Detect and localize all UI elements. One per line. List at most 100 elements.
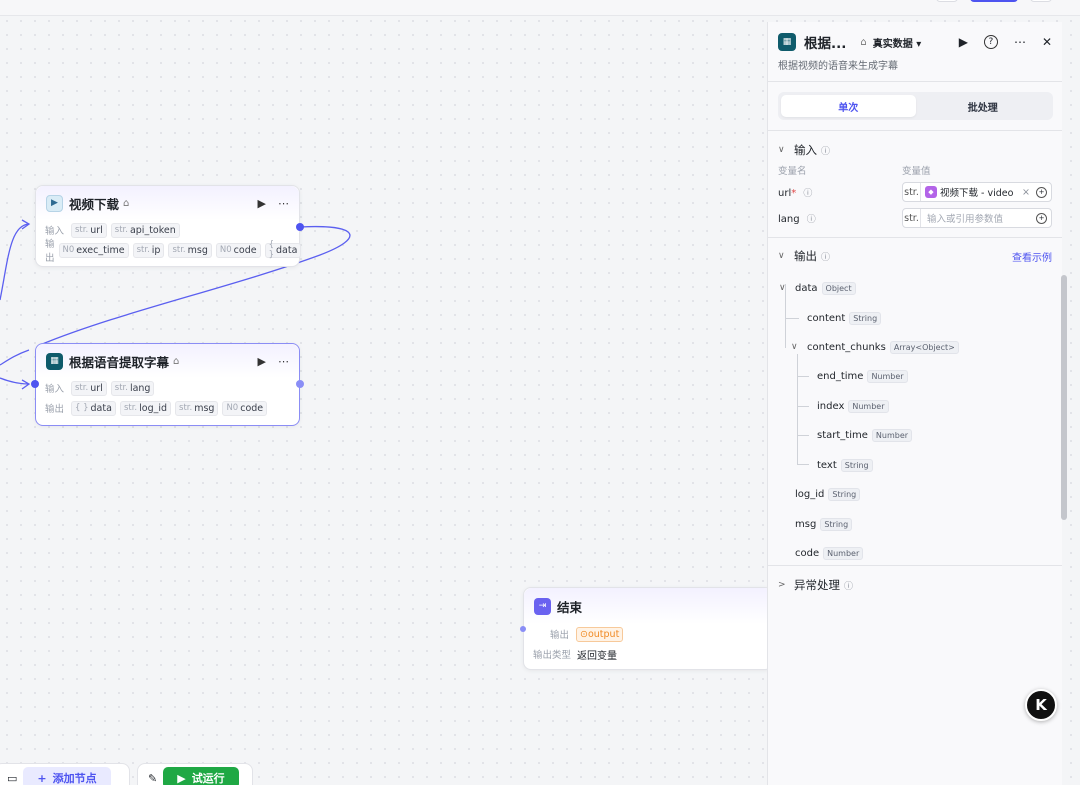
url-value-field[interactable]: str. ◆视频下载 - video × + — [902, 182, 1052, 202]
wrench-icon[interactable]: ✎ — [148, 771, 158, 785]
edge-arrowhead-subtitle — [21, 379, 31, 390]
input-port[interactable] — [31, 380, 39, 388]
output-section-header[interactable]: ∨ 输出 ⓘ 查看示例 — [778, 249, 1052, 264]
output-type-label: 输出类型 — [533, 650, 572, 661]
node-input-row: 输入 str.url str.api_token — [36, 220, 299, 240]
node-end[interactable]: ⇥ 结束 输出 ⊙ output 输出类型 返回变量 — [523, 587, 773, 670]
lang-value-field[interactable]: str. 输入或引用参数值 + — [902, 208, 1052, 228]
node-output-row: 输出 ⊙ output — [524, 624, 772, 644]
publish-button[interactable] — [970, 0, 1018, 2]
node-header: ▦ 根据语音提取字幕 ⌂ ▶ ⋯ — [36, 344, 299, 378]
chevron-down-icon: ∨ — [778, 145, 785, 155]
output-var-chip: ⊙ output — [576, 626, 624, 642]
param-chip: str.lang — [110, 380, 155, 396]
info-icon: ⓘ — [806, 214, 816, 225]
lang-placeholder: 输入或引用参数值 — [927, 214, 1004, 225]
more-icon[interactable]: ⋯ — [1013, 35, 1026, 49]
edge-left-to-download — [0, 223, 30, 301]
top-icon-button[interactable] — [936, 0, 958, 2]
end-icon: ⇥ — [534, 597, 551, 615]
edge-left-to-subtitle — [0, 377, 30, 385]
add-node-button[interactable]: + 添加节点 — [23, 767, 111, 785]
var-name: url* ⓘ — [778, 187, 813, 199]
node-title: 视频下载 — [69, 196, 120, 212]
input-var-url: url* ⓘ str. ◆视频下载 - video × + — [768, 180, 1062, 204]
output-label: 输出 — [45, 239, 55, 264]
play-icon[interactable]: ▶ — [257, 354, 266, 368]
more-icon[interactable]: ⋯ — [278, 196, 289, 210]
chevron-right-icon: > — [778, 580, 786, 590]
top-menu-button[interactable] — [1030, 0, 1052, 2]
bot-icon: ⌂ — [123, 197, 130, 209]
help-icon[interactable]: ? — [983, 35, 998, 49]
data-mode-dropdown[interactable]: 真实数据 ▾ — [872, 38, 922, 50]
divider — [768, 130, 1062, 131]
play-icon[interactable]: ▶ — [958, 35, 968, 49]
param-chip: { }data — [71, 400, 116, 416]
close-icon[interactable]: ✕ — [1041, 35, 1052, 49]
video-download-icon: ▶ — [46, 194, 63, 212]
reference-picker-icon[interactable]: + — [1036, 212, 1047, 224]
subtitle-plugin-icon: ▦ — [778, 33, 796, 51]
divider — [768, 237, 1062, 238]
reference-picker-icon[interactable]: + — [1036, 186, 1047, 198]
chevron-down-icon: ∨ — [778, 251, 785, 261]
param-chip: { }data — [264, 240, 302, 260]
node-video-download[interactable]: ▶ 视频下载 ⌂ ▶ ⋯ 输入 str.url str.api_token 输出… — [35, 185, 302, 267]
clear-icon[interactable]: × — [1022, 186, 1030, 198]
output-port[interactable] — [296, 380, 304, 388]
param-chip: str.url — [71, 222, 107, 238]
input-column-headers: 变量名 变量值 — [778, 166, 931, 177]
output-port[interactable] — [296, 223, 304, 231]
panel-description: 根据视频的语音来生成字幕 — [778, 61, 898, 72]
panel-title: 根据... — [804, 36, 847, 52]
node-subtitle-extract[interactable]: ▦ 根据语音提取字幕 ⌂ ▶ ⋯ 输入 str.url str.lang 输出 … — [35, 343, 300, 426]
node-ref-icon: ◆ — [925, 186, 937, 198]
run-mode-tabs: 单次 批处理 — [778, 92, 1053, 120]
tab-single[interactable]: 单次 — [781, 95, 916, 117]
top-bar — [0, 0, 1080, 16]
test-run-button[interactable]: ▶ 试运行 — [163, 767, 239, 785]
chevron-down-icon: ∨ — [791, 342, 798, 352]
input-section-header[interactable]: ∨ 输入 ⓘ — [778, 143, 831, 157]
divider — [768, 565, 1062, 566]
assistant-badge[interactable]: K — [1025, 689, 1057, 721]
play-icon[interactable]: ▶ — [257, 196, 266, 210]
panel-scrollbar[interactable] — [1061, 275, 1067, 520]
node-title: 结束 — [557, 599, 583, 615]
edge-left-lower — [0, 349, 30, 366]
input-port[interactable] — [520, 626, 526, 632]
input-var-lang: lang ⓘ str. 输入或引用参数值 + — [768, 206, 1062, 230]
info-icon: ⓘ — [844, 581, 854, 592]
input-label: 输入 — [45, 384, 65, 395]
info-icon: ⓘ — [803, 188, 813, 199]
minimap-icon[interactable]: ▭ — [7, 771, 18, 785]
tab-batch[interactable]: 批处理 — [967, 102, 998, 114]
bottom-toolbar-left: ▭ + 添加节点 — [0, 763, 130, 785]
info-icon: ⓘ — [821, 146, 831, 157]
param-chip: str.log_id — [119, 400, 172, 416]
more-icon[interactable]: ⋯ — [278, 354, 289, 368]
param-chip: str.ip — [132, 242, 165, 258]
bot-icon: ⌂ — [173, 355, 180, 367]
output-label: 输出 — [550, 630, 570, 641]
param-chip: str.msg — [168, 242, 212, 258]
reference-chip: ◆视频下载 - video — [925, 185, 1013, 199]
node-input-row: 输入 str.url str.lang — [36, 378, 299, 398]
node-header: ▶ 视频下载 ⌂ ▶ ⋯ — [36, 186, 299, 220]
panel-header: ▦ 根据... ⌂ 真实数据 ▾ ▶ ? ⋯ ✕ 根据视频的语音来生成字幕 — [768, 22, 1062, 82]
exception-section-header[interactable]: > 异常处理 ⓘ — [778, 578, 854, 592]
param-chip: str.api_token — [110, 222, 180, 238]
view-example-link[interactable]: 查看示例 — [1012, 252, 1052, 264]
info-icon: ⓘ — [821, 252, 831, 263]
